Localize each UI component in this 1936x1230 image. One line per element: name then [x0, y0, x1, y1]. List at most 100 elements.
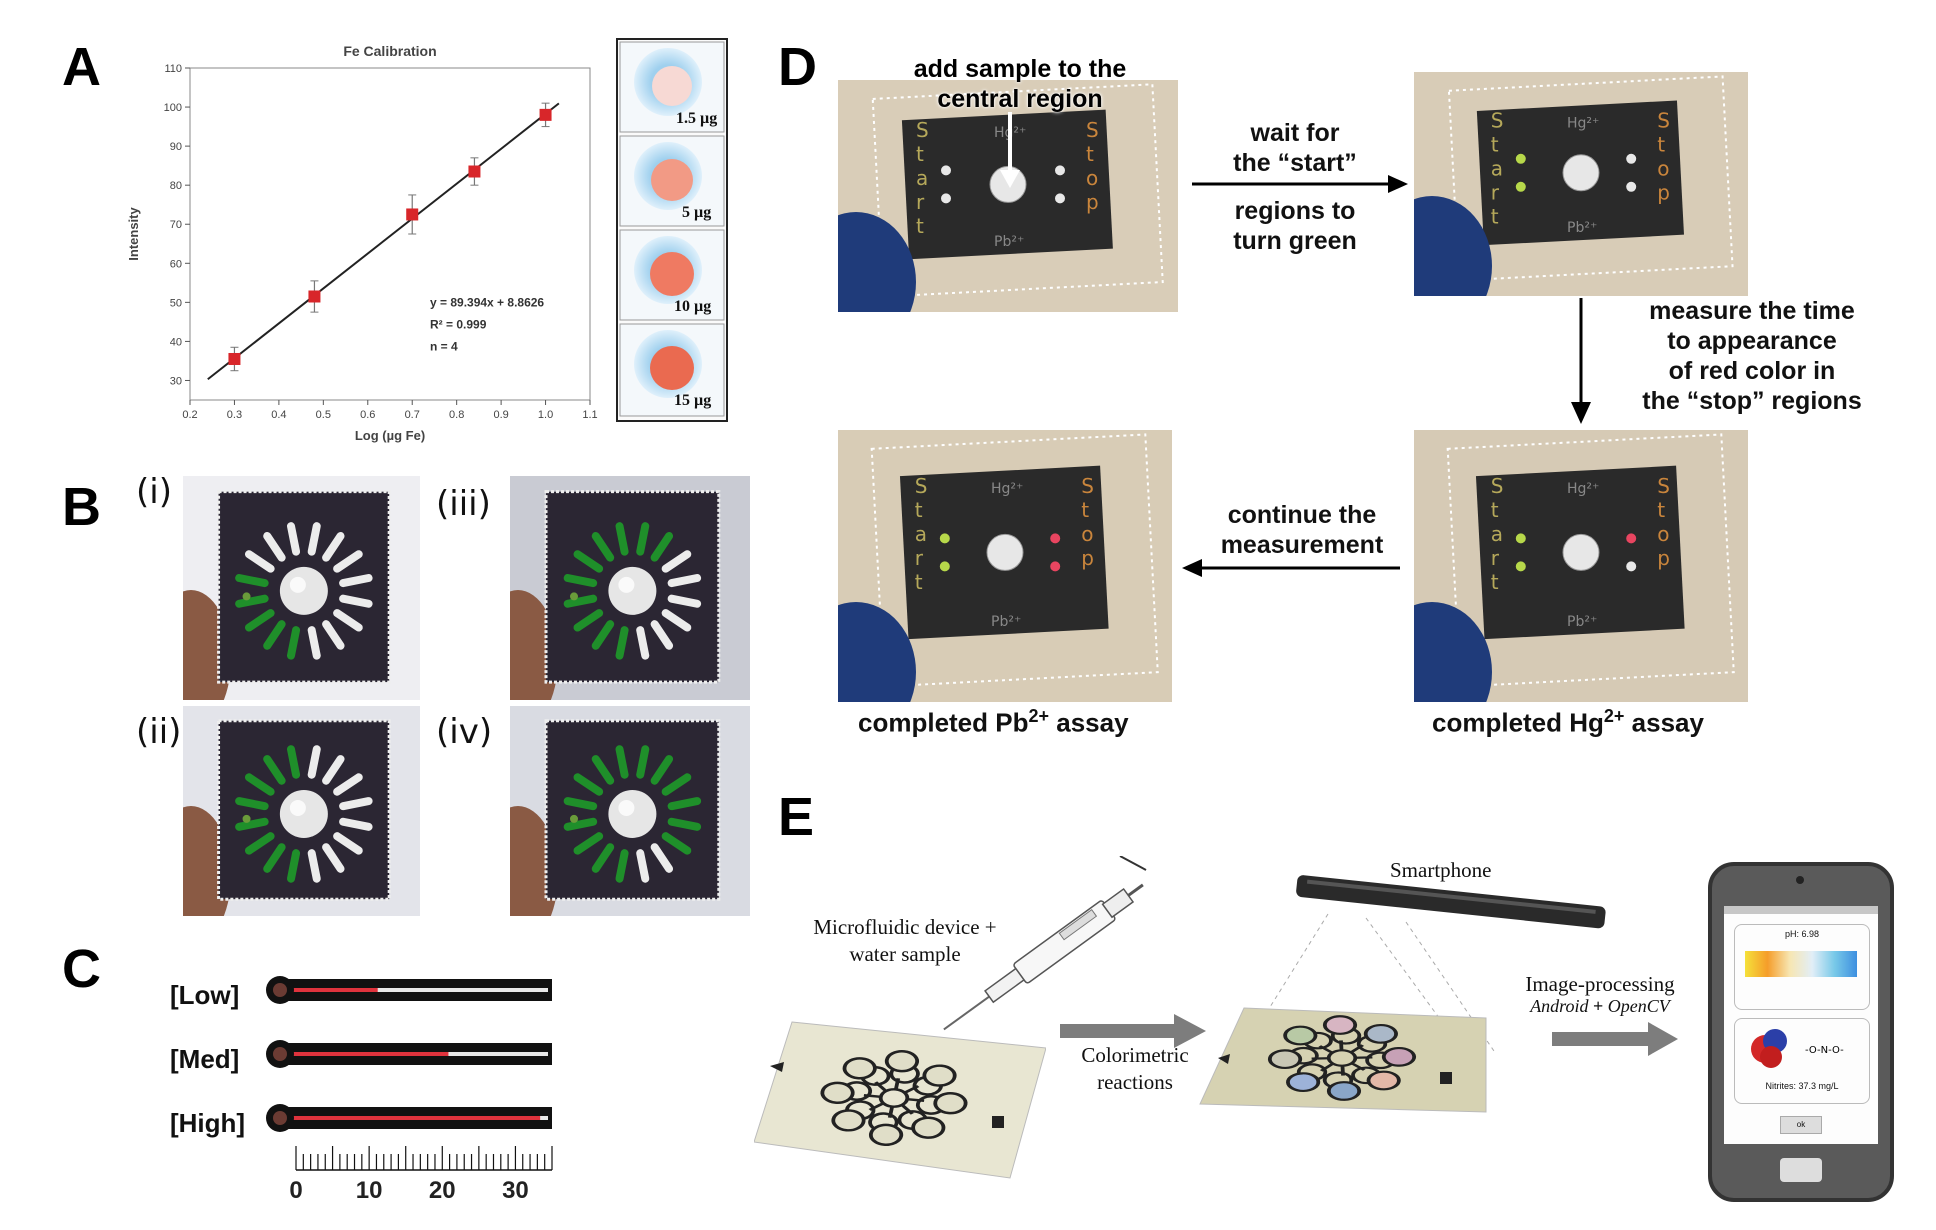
x-axis-label: Log (µg Fe) — [355, 428, 425, 443]
stop-dot — [1055, 193, 1065, 204]
stop-dot — [1050, 561, 1061, 572]
white-channel — [333, 550, 363, 573]
dotted-outline — [1447, 75, 1734, 282]
central-well — [1562, 154, 1600, 192]
detection-zone — [884, 1050, 920, 1073]
ruler-label: 0 — [289, 1177, 302, 1204]
ph-value: pH: 6.98 — [1784, 929, 1820, 939]
sample-well — [279, 566, 328, 615]
x-tick-label: 1.0 — [538, 409, 553, 421]
ruler-label: 10 — [356, 1177, 383, 1204]
stop-dot — [1055, 165, 1065, 176]
spot-label-4: 15 µg — [674, 392, 712, 409]
pb-text: Pb²⁺ — [994, 234, 1024, 250]
camera-icon — [1796, 876, 1804, 884]
green-channel — [573, 550, 604, 573]
hg-text: Hg²⁺ — [991, 481, 1023, 497]
dial-device-iii — [510, 490, 721, 700]
arrow-right-processing — [1552, 1022, 1678, 1056]
spot-images — [619, 41, 725, 417]
spot-label-1: 1.5 µg — [676, 110, 718, 127]
y-axis-label: Intensity — [126, 207, 141, 261]
spot-3 — [619, 229, 725, 321]
label-image-processing: Image-processing — [1525, 972, 1675, 996]
glove — [838, 212, 916, 312]
green-channel — [263, 620, 286, 650]
white-channel — [333, 609, 363, 632]
start-letter: t — [1491, 570, 1499, 594]
white-channel — [322, 755, 345, 785]
y-tick-label: 110 — [164, 63, 182, 75]
photo-b-iii — [510, 476, 750, 700]
glove — [838, 602, 916, 702]
stop-letter: p — [1081, 546, 1094, 570]
y-tick-label: 30 — [170, 375, 182, 387]
green-channel — [263, 843, 286, 873]
stop-dot — [1626, 533, 1637, 544]
y-tick-label: 90 — [170, 141, 182, 153]
label-low: [Low] — [170, 980, 240, 1010]
green-channel — [615, 745, 629, 779]
annotation-measure-time: measure the time to appearance of red co… — [1642, 297, 1862, 415]
white-channel — [322, 843, 345, 873]
white-channel — [339, 797, 373, 811]
start-letter: S — [1491, 109, 1504, 133]
label-colorimetric: Colorimetric reactions — [1081, 1043, 1189, 1094]
detection-zone — [922, 1064, 957, 1087]
photo-b-i — [183, 476, 420, 700]
start-letter: r — [1491, 546, 1500, 570]
nitrite-molecule-icon: -O-N-O- — [1751, 1029, 1844, 1068]
green-channel — [563, 574, 598, 588]
start-letter: t — [1491, 498, 1499, 522]
green-channel — [286, 849, 301, 883]
data-point — [468, 165, 481, 178]
glove — [1414, 602, 1492, 702]
photo-b-ii — [183, 706, 420, 916]
spot-2 — [619, 135, 725, 227]
stop-letter: S — [1657, 109, 1670, 133]
ok-button[interactable]: ok — [1780, 1116, 1822, 1134]
stop-letter: S — [1081, 474, 1094, 498]
panel-label-c: C — [62, 939, 101, 999]
white-channel — [339, 817, 373, 831]
label-b-iii: (iii) — [436, 484, 491, 524]
dial-device-ii — [183, 719, 391, 916]
detection-zone — [831, 1109, 866, 1132]
green-channel — [573, 832, 604, 855]
smartphone-device: pH: 6.98 -O-N-O- Nitrites: 37.3 mg/L ok — [1708, 862, 1894, 1202]
y-tick-label: 80 — [170, 180, 182, 192]
start-dot — [1515, 533, 1526, 544]
x-tick-label: 0.2 — [182, 409, 197, 421]
white-channel — [650, 620, 674, 650]
ph-card: pH: 6.98 — [1734, 924, 1870, 1010]
spot-1 — [619, 41, 725, 133]
microfluidic-device-blank — [754, 1021, 1046, 1179]
start-letter: t — [916, 142, 924, 166]
sample-well — [608, 566, 657, 615]
y-tick-label: 50 — [170, 297, 182, 309]
panel-label-e: E — [778, 787, 815, 847]
green-channel — [573, 609, 604, 632]
ruler-label: 20 — [429, 1177, 456, 1204]
home-button[interactable] — [1780, 1158, 1822, 1182]
nitrite-value: Nitrites: 37.3 mg/L — [1765, 1081, 1839, 1091]
green-channel — [563, 594, 598, 608]
start-dot — [941, 165, 951, 176]
green-channel — [615, 626, 629, 660]
green-channel — [591, 620, 615, 650]
indicator-dot — [242, 814, 251, 823]
white-channel — [667, 574, 702, 588]
green-channel — [650, 755, 674, 785]
indicator-dot — [242, 592, 251, 601]
annotation-regions-green: regions to turn green — [1233, 197, 1357, 255]
green-channel — [591, 755, 615, 785]
data-point — [228, 352, 241, 365]
photo-b-iv — [510, 706, 750, 916]
green-channel — [615, 849, 629, 883]
green-channel — [286, 626, 301, 660]
status-bar — [1724, 906, 1878, 914]
detection-zone — [1363, 1023, 1398, 1044]
green-channel — [244, 832, 275, 855]
white-channel — [636, 626, 650, 660]
